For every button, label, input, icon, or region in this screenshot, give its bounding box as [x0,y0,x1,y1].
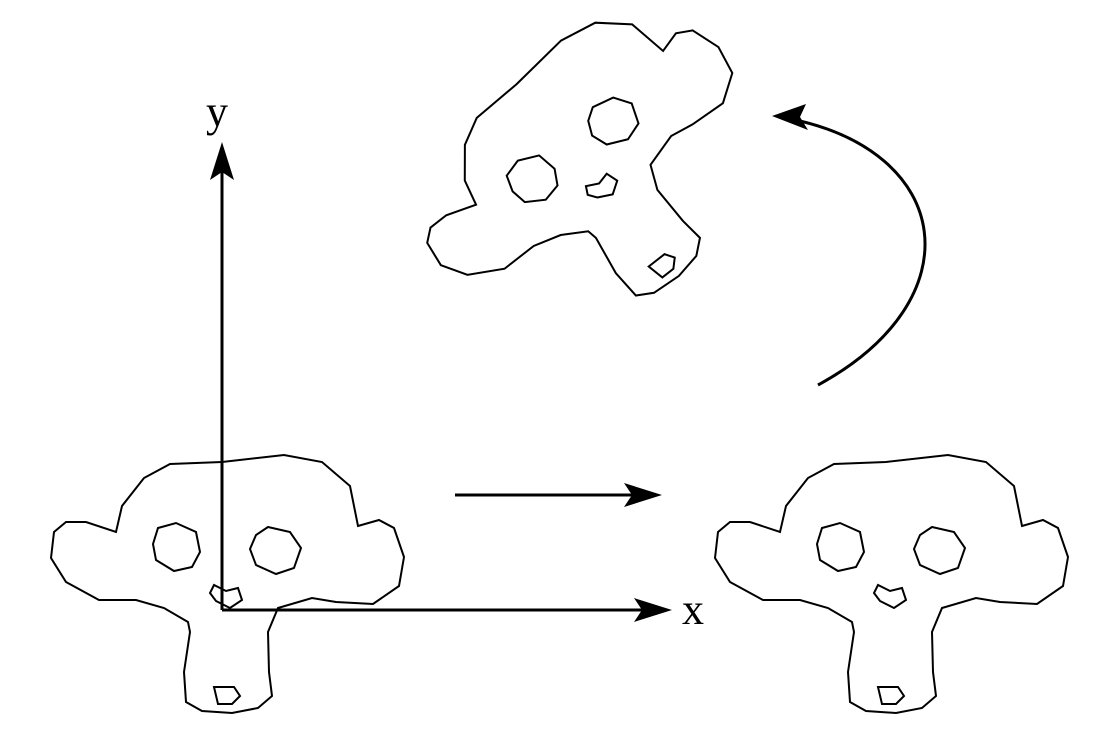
y-axis-arrowhead [210,142,234,180]
rotation-arrow [772,104,927,387]
coordinate-axes: y x [206,87,704,634]
x-axis-label: x [682,585,704,634]
translation-arrow [455,483,662,507]
original-shape [50,454,405,714]
x-axis-arrowhead [634,598,672,622]
rotated-shape [376,0,816,389]
translated-shape [714,454,1069,714]
y-axis-label: y [206,87,228,136]
